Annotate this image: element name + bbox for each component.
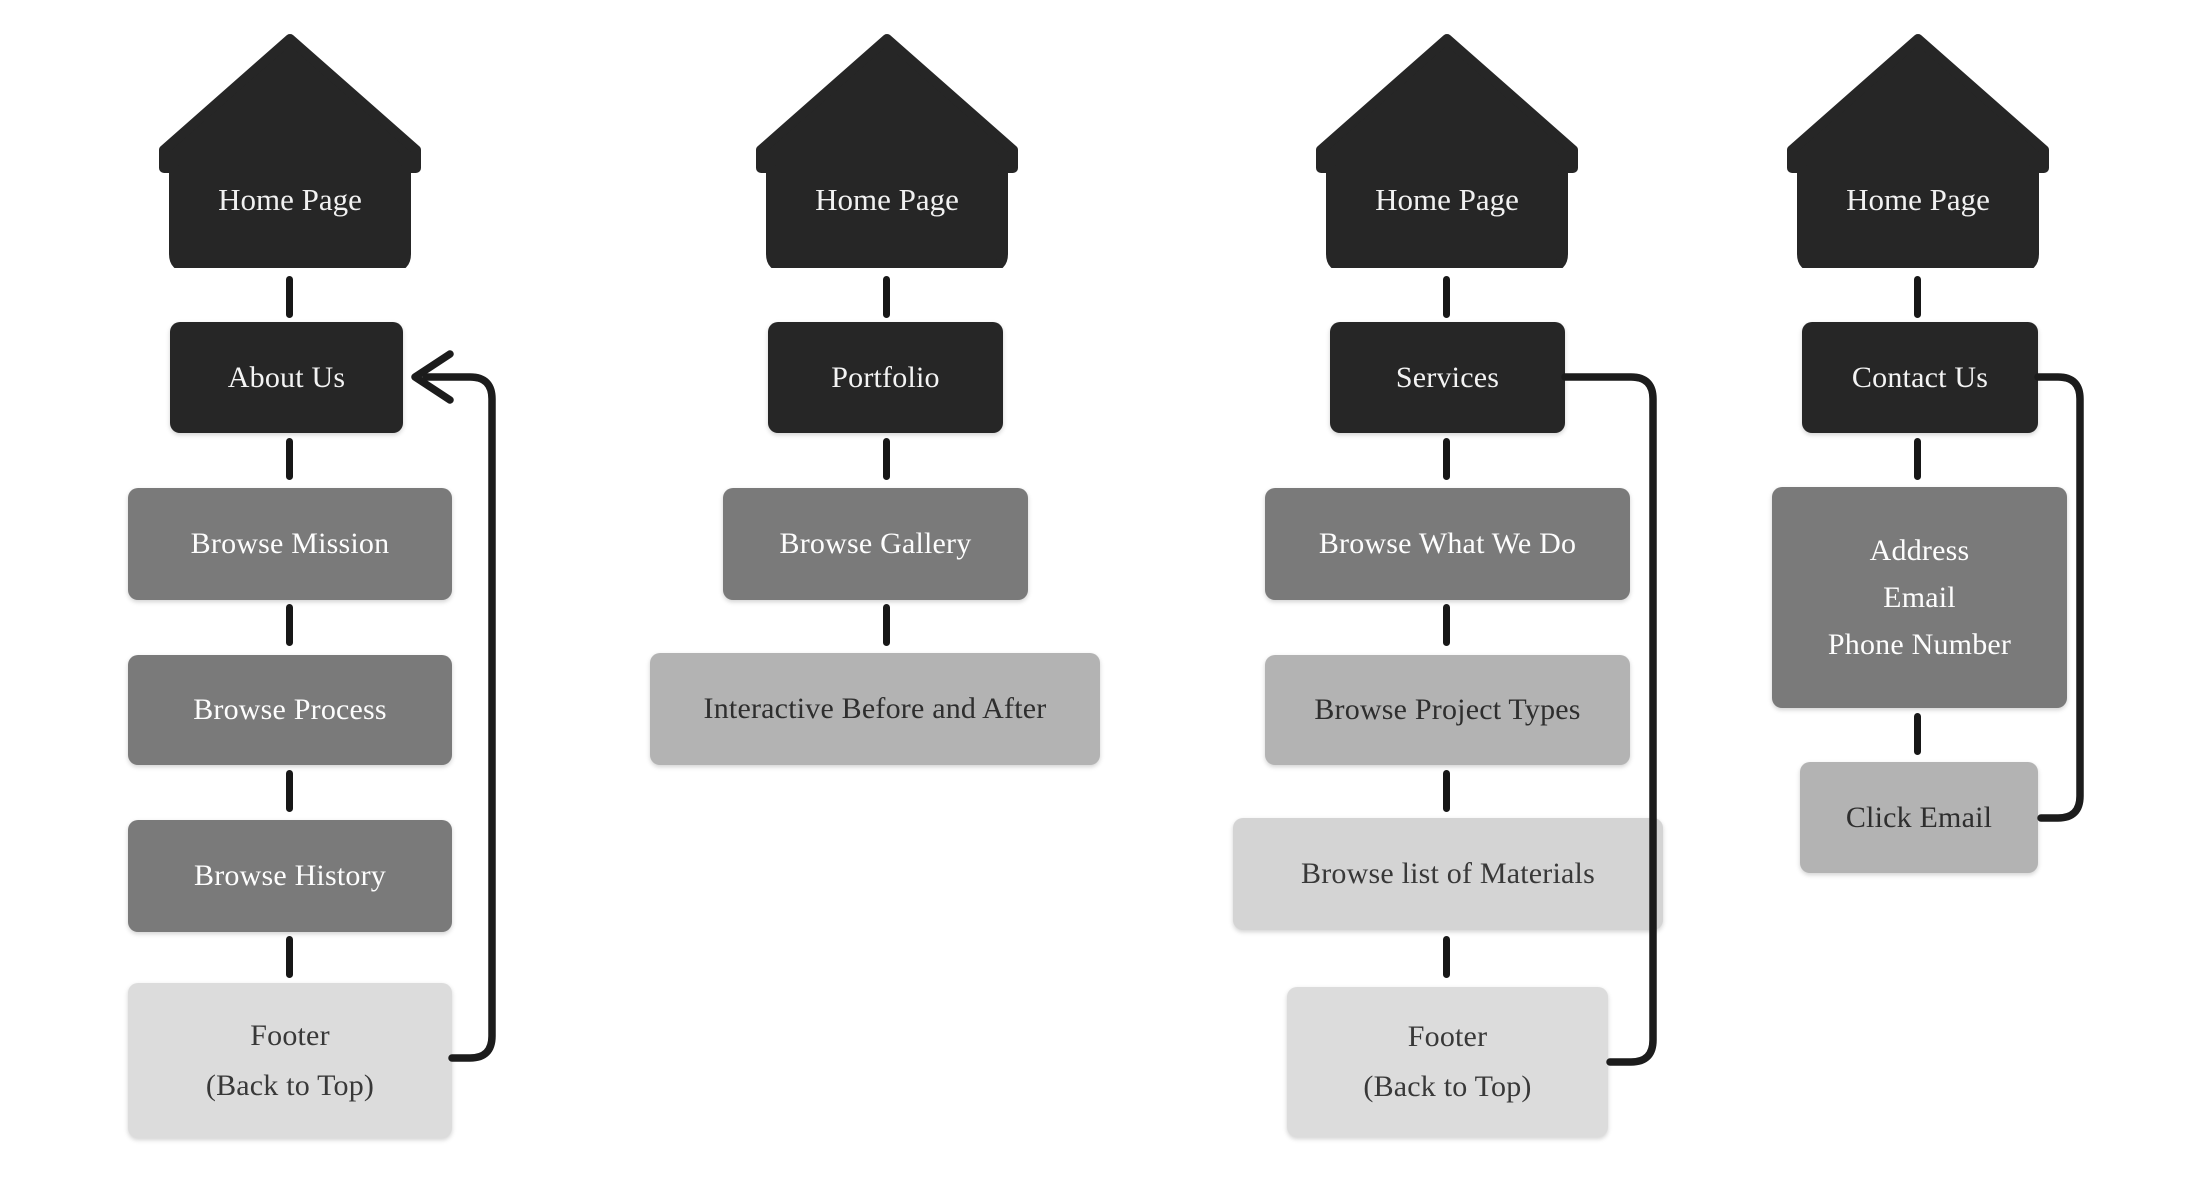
node-label-line: (Back to Top) [1363,1070,1532,1103]
home-page-label: Home Page [1846,182,1990,217]
node-browse-gallery: Browse Gallery [723,488,1028,600]
connector-dash [1443,936,1450,978]
node-label: Browse History [194,859,386,892]
node-address-email-phone: Address Email Phone Number [1772,487,2067,708]
node-browse-process: Browse Process [128,655,452,765]
node-browse-project-types: Browse Project Types [1265,655,1630,765]
node-contact-us: Contact Us [1802,322,2038,433]
connector-dash [286,276,293,318]
node-click-email: Click Email [1800,762,2038,873]
home-page-label: Home Page [1375,182,1519,217]
connector-dash [1914,713,1921,755]
node-label-line: Footer [1407,1020,1488,1053]
connector-dash [883,276,890,318]
home-page-node: Home Page [752,30,1022,268]
node-label-line: Email [1883,581,1956,614]
node-browse-list-of-materials: Browse list of Materials [1233,818,1663,930]
home-icon [1316,34,1578,268]
connector-dash [883,438,890,480]
node-label: About Us [227,360,346,394]
node-label: Portfolio [831,360,940,394]
home-page-label: Home Page [218,182,362,217]
connector-dash [286,604,293,646]
home-page-node: Home Page [155,30,425,268]
connector-dash [1443,276,1450,318]
home-icon [159,34,421,268]
connector-dash [286,770,293,812]
connector-dash [286,936,293,978]
node-portfolio: Portfolio [768,322,1003,433]
connector-dash [1443,604,1450,646]
node-label-line: (Back to Top) [205,1068,375,1102]
node-label: Browse Gallery [779,527,972,560]
connector-dash [1443,770,1450,812]
node-label: Browse Process [193,693,387,726]
node-label-line: Footer [250,1018,330,1052]
node-footer-back-to-top: Footer (Back to Top) [128,983,452,1138]
node-label: Interactive Before and After [703,692,1047,725]
home-icon [756,34,1018,268]
connector-dash [1443,438,1450,480]
node-interactive-before-after: Interactive Before and After [650,653,1100,765]
node-browse-history: Browse History [128,820,452,932]
node-browse-mission: Browse Mission [128,488,452,600]
node-label: Services [1395,360,1500,394]
connector-dash [1914,276,1921,318]
connector-dash [1914,438,1921,480]
node-label-line: Phone Number [1827,628,2012,661]
node-label: Browse What We Do [1318,527,1577,560]
node-footer-back-to-top: Footer (Back to Top) [1287,987,1608,1137]
node-label: Browse Mission [190,527,390,560]
home-icon [1787,34,2049,268]
arrowhead-icon [411,350,454,404]
home-page-node: Home Page [1783,30,2053,268]
home-page-label: Home Page [815,182,959,217]
node-label-line: Address [1869,534,1970,567]
node-about-us: About Us [170,322,403,433]
node-label: Browse list of Materials [1301,857,1595,890]
node-label: Click Email [1845,800,1993,834]
node-label: Browse Project Types [1314,693,1581,726]
node-browse-what-we-do: Browse What We Do [1265,488,1630,600]
home-page-node: Home Page [1312,30,1582,268]
connector-dash [883,604,890,646]
node-services: Services [1330,322,1565,433]
connector-dash [286,438,293,480]
node-label: Contact Us [1851,360,1989,394]
